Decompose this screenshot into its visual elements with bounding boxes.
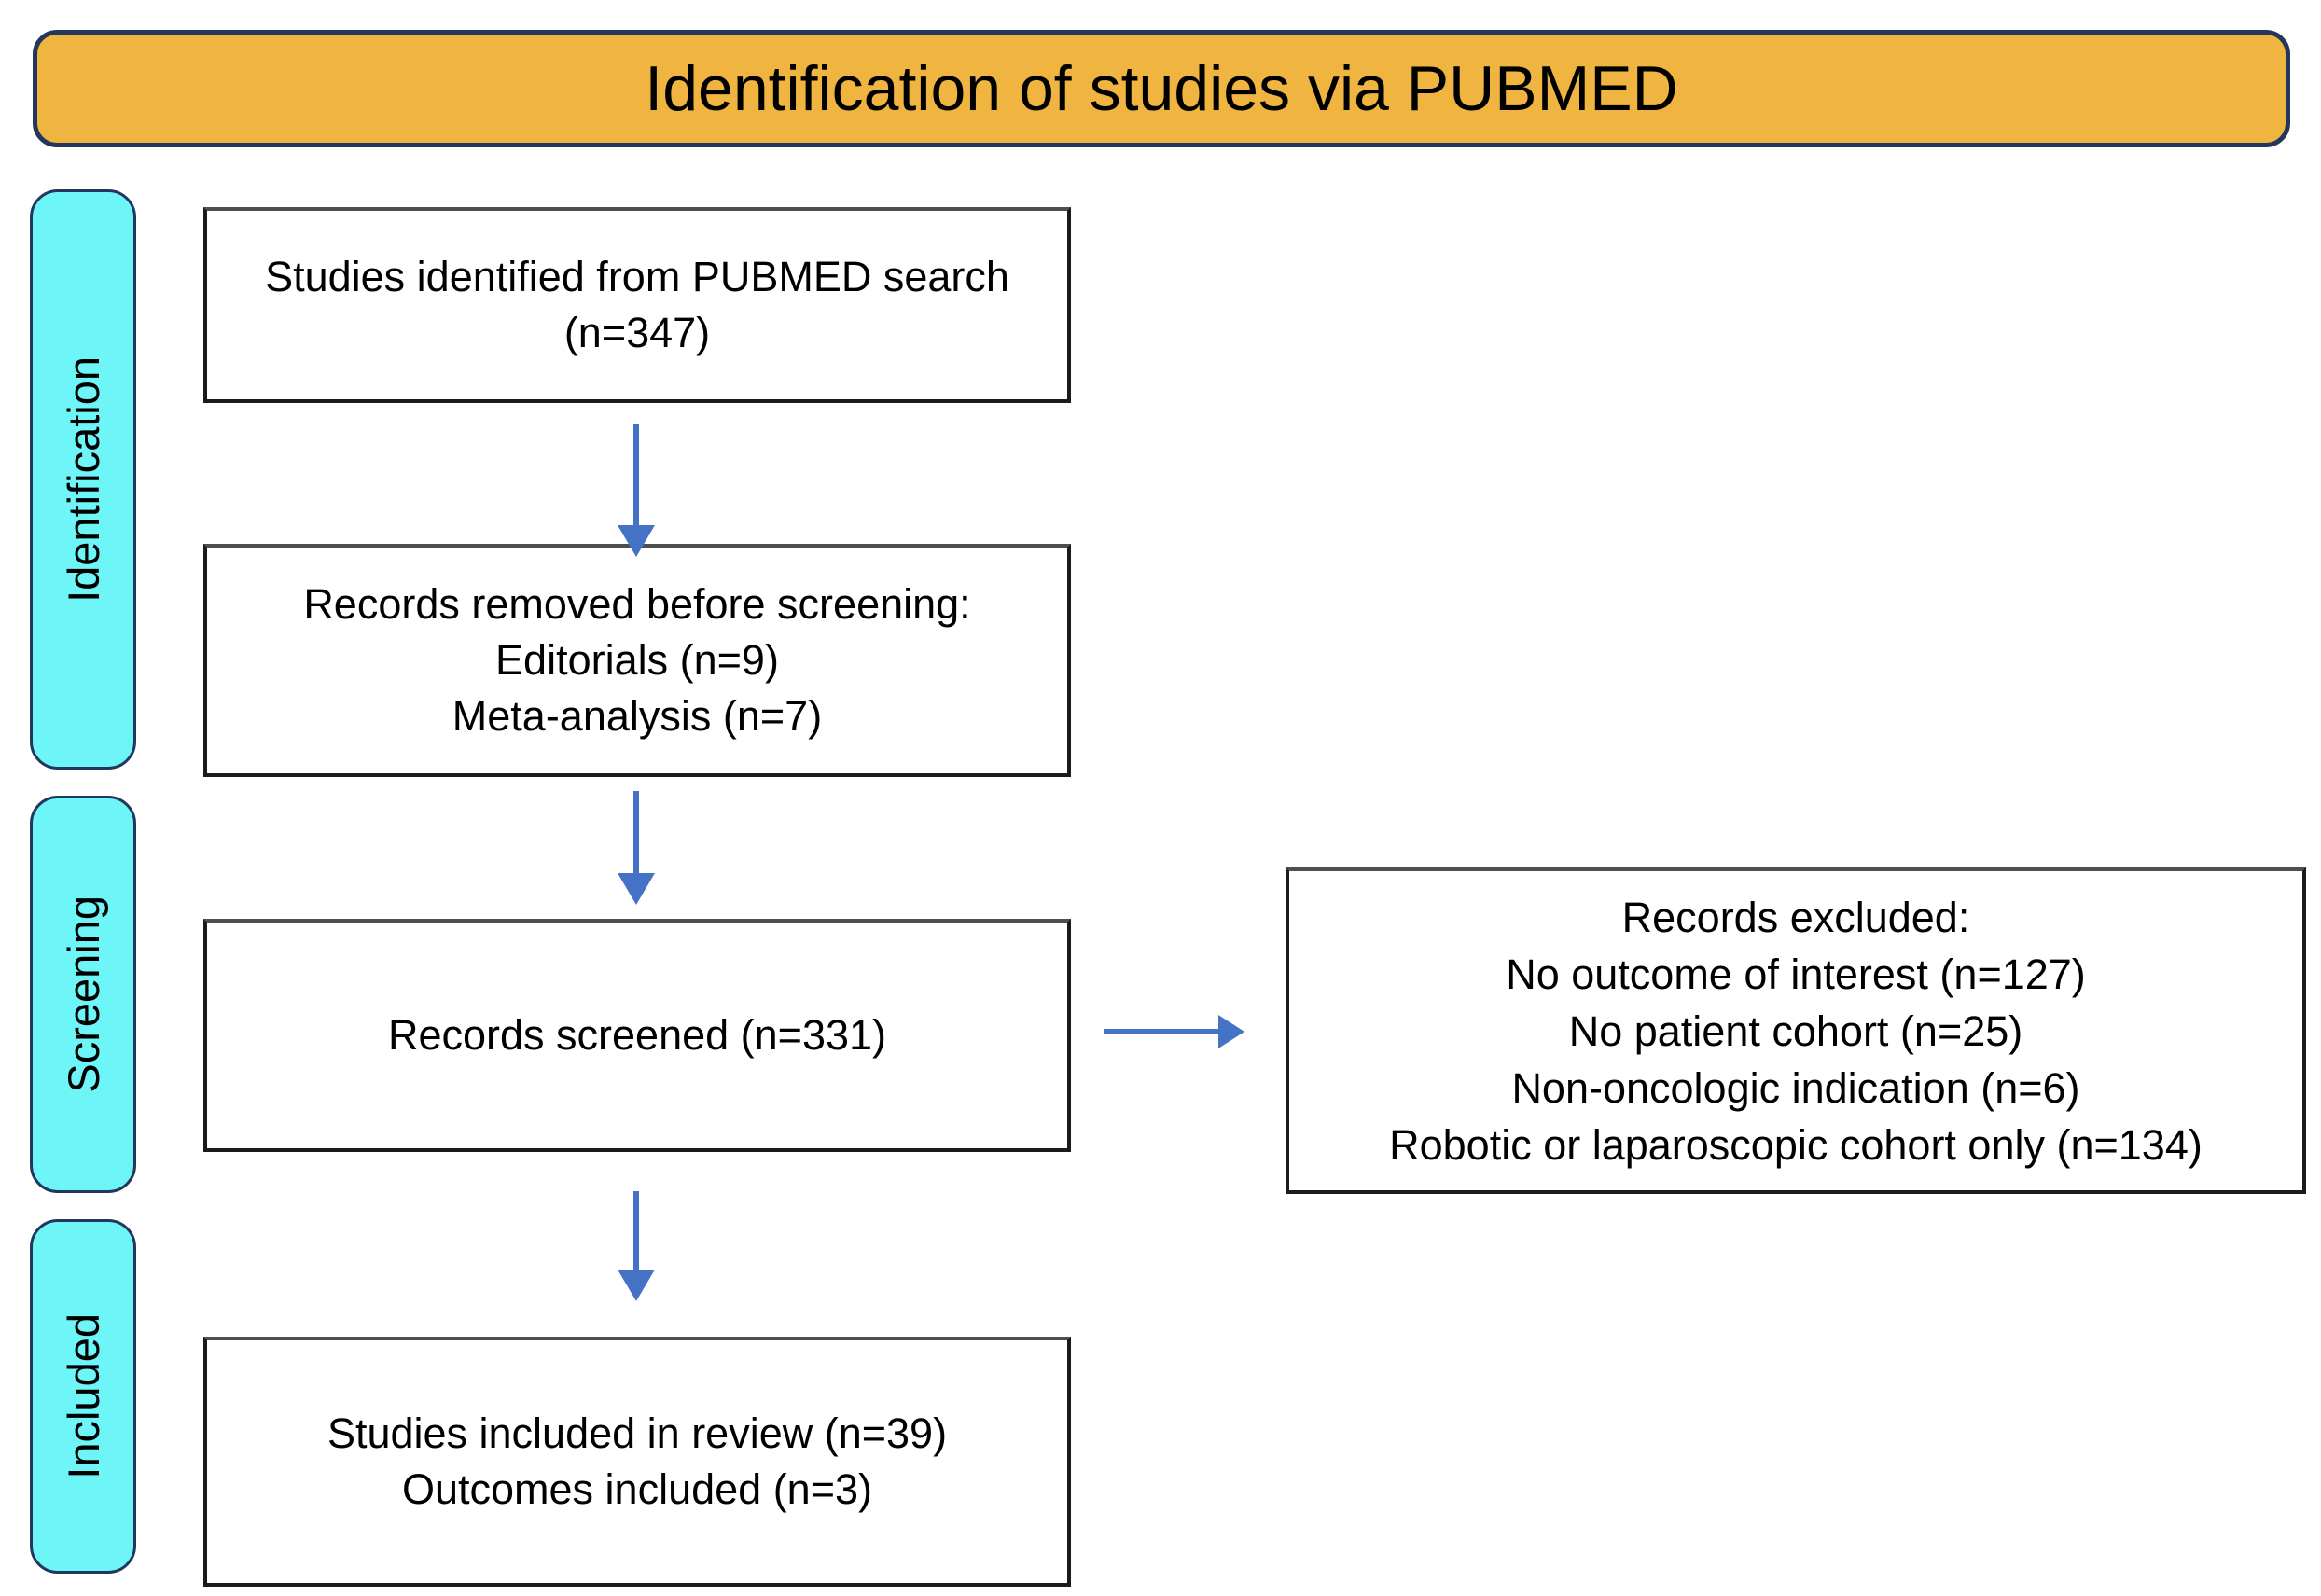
arrow-stem	[633, 1191, 639, 1270]
box-line: Editorials (n=9)	[495, 636, 779, 684]
box-records-screened: Records screened (n=331)	[203, 919, 1071, 1152]
arrow-head-right-icon	[1218, 1015, 1244, 1048]
arrow-stem	[633, 791, 639, 873]
box-line: Outcomes included (n=3)	[401, 1465, 872, 1513]
arrow-head-down-icon	[618, 873, 655, 905]
stage-label-included: Included	[30, 1219, 136, 1574]
stage-label-identification: Identification	[30, 189, 136, 770]
arrow-removed-to-screened-icon	[618, 791, 655, 905]
box-records-removed: Records removed before screening: Editor…	[203, 544, 1071, 777]
diagram-title: Identification of studies via PUBMED	[645, 53, 1678, 124]
arrow-stem	[633, 424, 639, 525]
box-line: No outcome of interest (n=127)	[1506, 950, 2086, 998]
box-line: Records screened (n=331)	[387, 1011, 887, 1059]
stage-label-included-text: Included	[58, 1313, 108, 1479]
box-line: Studies included in review (n=39)	[327, 1409, 948, 1457]
box-line: No patient cohort (n=25)	[1568, 1006, 2023, 1055]
arrow-screened-to-included-icon	[618, 1191, 655, 1301]
box-line: Meta-analysis (n=7)	[452, 692, 823, 740]
title-banner: Identification of studies via PUBMED	[33, 30, 2290, 147]
box-line: Studies identified from PUBMED search	[265, 253, 1009, 300]
stage-label-screening-text: Screening	[58, 895, 108, 1093]
stage-label-identification-text: Identification	[58, 356, 108, 603]
arrow-head-down-icon	[618, 1270, 655, 1301]
box-line: Records removed before screening:	[303, 580, 971, 628]
arrow-identified-to-removed-icon	[618, 424, 655, 557]
box-line: Non-oncologic indication (n=6)	[1511, 1063, 2080, 1112]
arrow-head-down-icon	[618, 525, 655, 557]
box-studies-included: Studies included in review (n=39) Outcom…	[203, 1337, 1071, 1587]
box-line: Records excluded:	[1621, 893, 1970, 941]
stage-label-screening: Screening	[30, 796, 136, 1193]
box-records-excluded: Records excluded: No outcome of interest…	[1286, 867, 2306, 1194]
box-studies-identified: Studies identified from PUBMED search (n…	[203, 207, 1071, 403]
box-line: (n=347)	[563, 309, 711, 356]
arrow-stem	[1104, 1029, 1218, 1034]
arrow-screened-to-excluded-icon	[1104, 1015, 1244, 1048]
box-line: Robotic or laparoscopic cohort only (n=1…	[1389, 1120, 2203, 1169]
